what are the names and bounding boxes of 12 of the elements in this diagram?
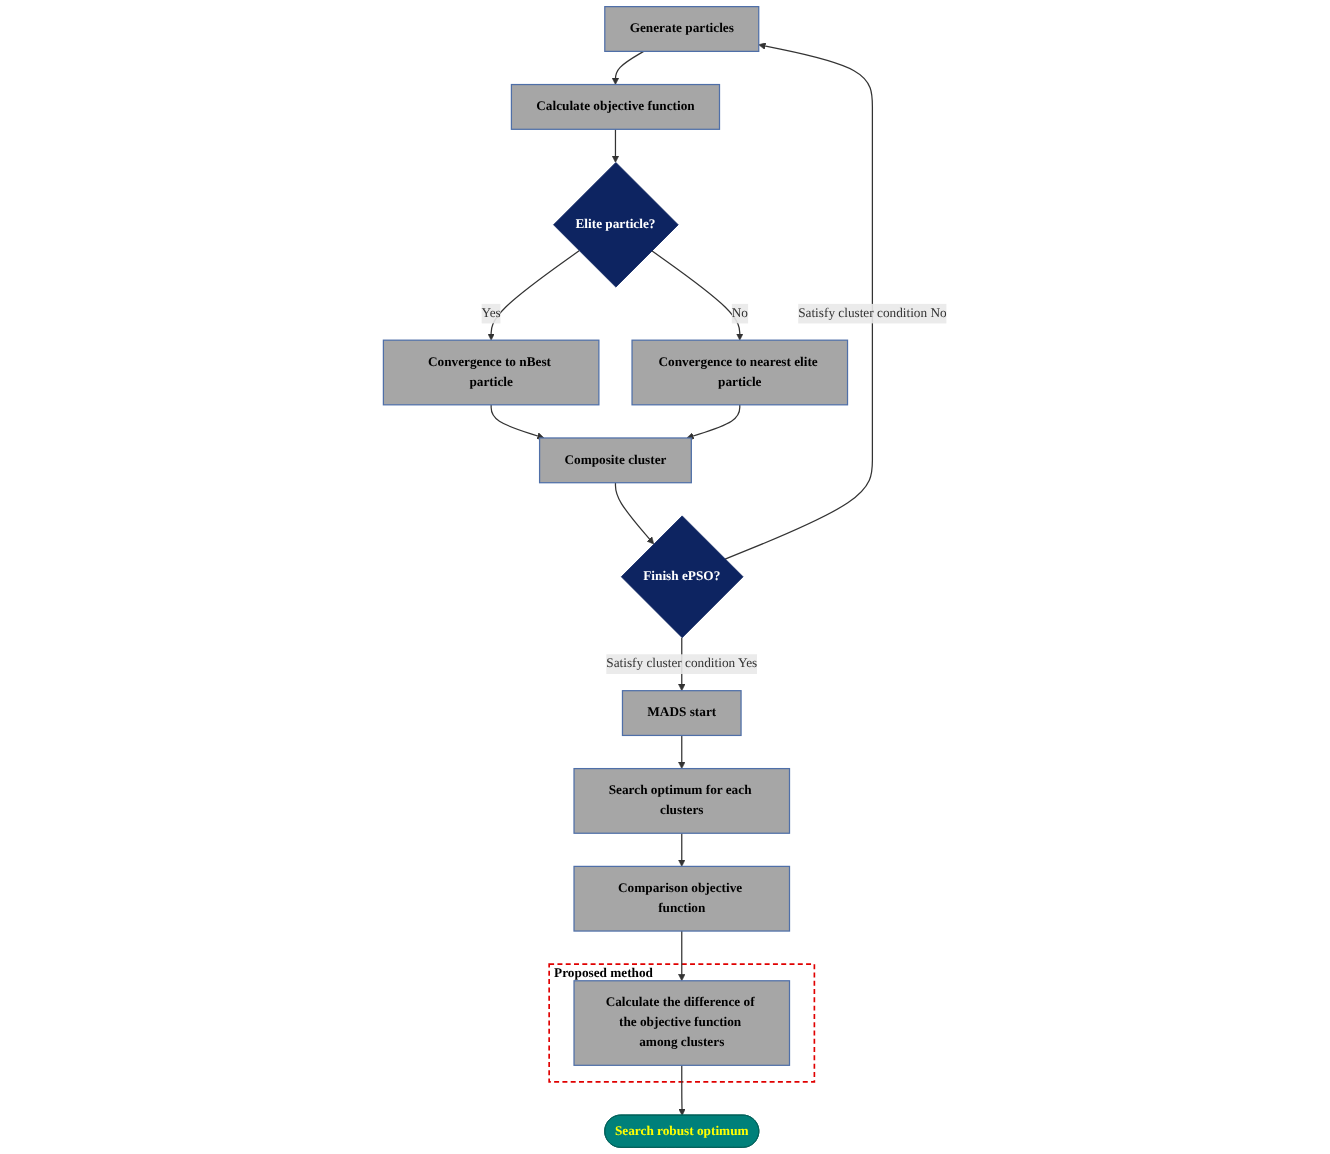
arrow [614,482,654,545]
arrow [678,832,686,867]
arrow [490,404,545,440]
arrow [686,404,741,440]
arrow [678,1064,686,1116]
arrow [651,250,744,341]
arrow [487,250,580,341]
arrow [611,128,620,163]
arrow [678,734,686,769]
arrow [724,42,873,560]
arrow [611,50,645,85]
arrow [678,930,686,982]
